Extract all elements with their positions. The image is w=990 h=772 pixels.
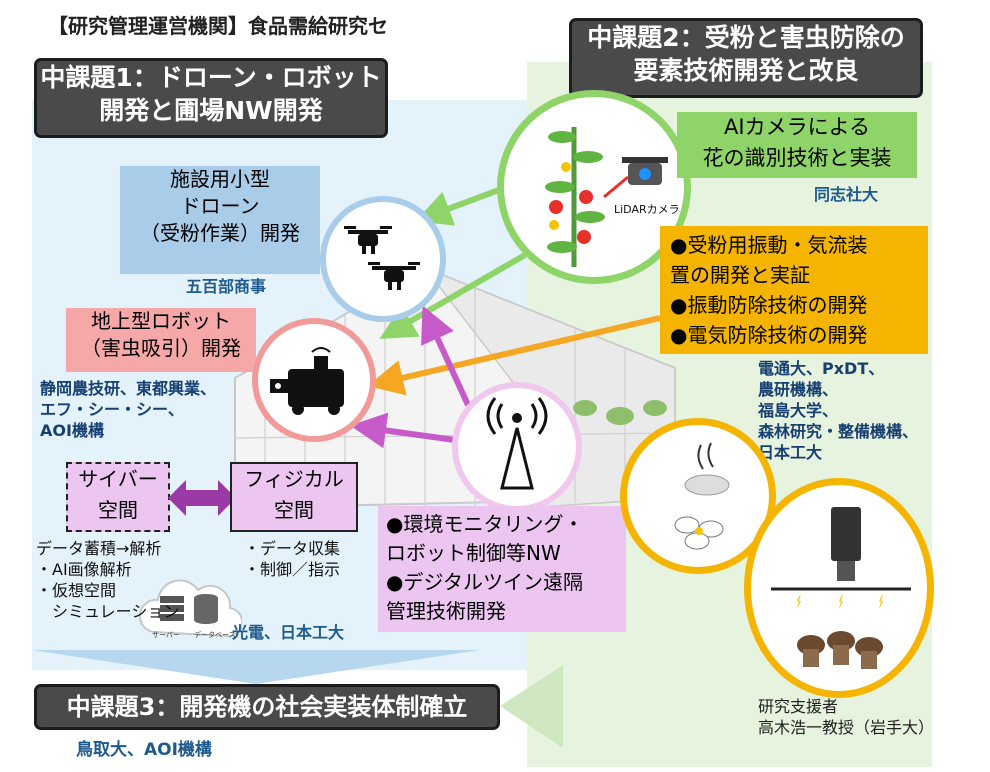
robot-circle [252, 318, 376, 442]
cyber-line1: サイバー [78, 467, 158, 491]
theme1-header: 中課題1：ドローン・ロボット 開発と圃場NW開発 [34, 58, 388, 138]
top-title: 【研究管理運営機関】食品需給研究セ [48, 14, 388, 38]
bidirectional-arrow [168, 480, 236, 516]
pollination-org-4: 森林研究・整備機構、 [758, 422, 919, 441]
robot-org-3: AOI機構 [40, 421, 104, 440]
robot-line2: （害虫吸引）開発 [81, 336, 241, 360]
ai-line1: AIカメラによる [724, 115, 870, 139]
theme1-line2: 開発と圃場NW開発 [99, 96, 323, 125]
physical-note-1: ・データ収集 [244, 539, 341, 558]
cyber-note-1: データ蓄積→解析 [36, 539, 162, 558]
theme1-line1: 中課題1：ドローン・ロボット [40, 63, 382, 92]
pollination-orgs: 電通大、PxDT、 農研機構、 福島大学、 森林研究・整備機構、 日本工大 [758, 358, 918, 463]
arrow-down-theme1 [32, 650, 480, 684]
lidar-label: LiDARカメラ [614, 203, 680, 216]
network-item-3: ●デジタルツイン遠隔 [386, 570, 584, 594]
ai-box: AIカメラによる 花の識別技術と実装 [677, 112, 917, 178]
pollination-item-2: 置の開発と実証 [670, 263, 810, 287]
cyber-notes: データ蓄積→解析 ・AI画像解析 ・仮想空間 シミュレーション [36, 538, 179, 622]
robot-orgs: 静岡農技研、東都興業、 エフ・シー・シー、 AOI機構 [40, 378, 216, 441]
ai-org: 同志社大 [814, 185, 879, 204]
robot-box: 地上型ロボット （害虫吸引）開発 [66, 308, 256, 372]
flower-icon [674, 442, 730, 550]
pollination-box: ●受粉用振動・気流装 置の開発と実証 ●振動防除技術の開発 ●電気防除技術の開発 [660, 226, 928, 354]
cyber-note-3: ・仮想空間 [36, 581, 117, 600]
drone-box: 施設用小型 ドローン （受粉作業）開発 [120, 166, 320, 274]
pollination-item-3: ●振動防除技術の開発 [670, 293, 868, 317]
physical-line2: 空間 [274, 498, 314, 522]
pollination-org-5: 日本工大 [758, 443, 823, 462]
network-item-1: ●環境モニタリング・ [386, 512, 584, 536]
robot-org-2: エフ・シー・シー、 [40, 400, 184, 419]
ai-line2: 花の識別技術と実装 [702, 146, 892, 170]
pollination-item-4: ●電気防除技術の開発 [670, 323, 868, 347]
pollination-org-3: 福島大学、 [758, 401, 839, 420]
ai-camera-circle: LiDARカメラ [497, 90, 691, 284]
arrow-left-theme2 [500, 665, 563, 748]
cyber-space-box: サイバー 空間 [66, 462, 170, 532]
physical-line1: フィジカル [244, 467, 344, 491]
support-line2: 高木浩一教授（岩手大） [758, 718, 935, 737]
tomato-plant-icon [545, 127, 668, 267]
theme2-line1: 中課題2：受粉と害虫防除の [587, 23, 905, 52]
theme3-header: 中課題3：開発機の社会実装体制確立 [34, 684, 500, 730]
arrow-ai-to-robot [379, 252, 527, 339]
pollination-item-1: ●受粉用振動・気流装 [670, 233, 868, 257]
db-label: データベース [194, 631, 236, 639]
cyber-note-2: ・AI画像解析 [36, 560, 132, 579]
drone-org: 五百部商事 [186, 277, 267, 296]
pollination-org-2: 農研機構、 [758, 380, 839, 399]
pollination-org-1: 電通大、PxDT、 [758, 359, 885, 378]
physical-notes: ・データ収集 ・制御／指示 [244, 538, 340, 580]
drone-line1: 施設用小型 [170, 167, 270, 191]
cyber-note-4: シミュレーション [36, 602, 180, 621]
antenna-icon [486, 397, 548, 490]
drone-line2: ドローン [180, 194, 260, 218]
network-item-4: 管理技術開発 [386, 599, 506, 623]
physical-space-box: フィジカル 空間 [230, 462, 358, 532]
network-item-2: ロボット制御等NW [386, 541, 561, 565]
network-box: ●環境モニタリング・ ロボット制御等NW ●デジタルツイン遠隔 管理技術開発 [378, 506, 626, 632]
support-line1: 研究支援者 [758, 697, 839, 716]
server-label: サーバー [152, 631, 180, 639]
cloud-server-icon [138, 579, 242, 638]
network-circle [452, 382, 582, 512]
theme2-line2: 要素技術開発と改良 [633, 56, 859, 85]
theme2-header: 中課題2：受粉と害虫防除の 要素技術開発と改良 [569, 18, 923, 98]
electric-device-icon [771, 507, 911, 669]
drone-circle [320, 196, 446, 322]
robot-line1: 地上型ロボット [91, 309, 231, 333]
robot-org-1: 静岡農技研、東都興業、 [40, 379, 217, 398]
theme3-orgs: 鳥取大、AOI機構 [76, 740, 212, 760]
support-info: 研究支援者 高木浩一教授（岩手大） [758, 696, 934, 738]
arrow-network-to-drone [421, 305, 471, 407]
physical-note-2: ・制御／指示 [244, 560, 341, 579]
network-orgs: 光電、日本工大 [232, 623, 345, 642]
arrow-network-to-robot [350, 412, 456, 449]
drone-line3: （受粉作業）開発 [140, 221, 300, 245]
arrow-pollination-to-robot [367, 315, 661, 396]
pest-device-circle [744, 478, 934, 698]
robot-icon [270, 347, 344, 415]
drone-icon [344, 226, 420, 290]
cyber-line2: 空間 [98, 498, 138, 522]
